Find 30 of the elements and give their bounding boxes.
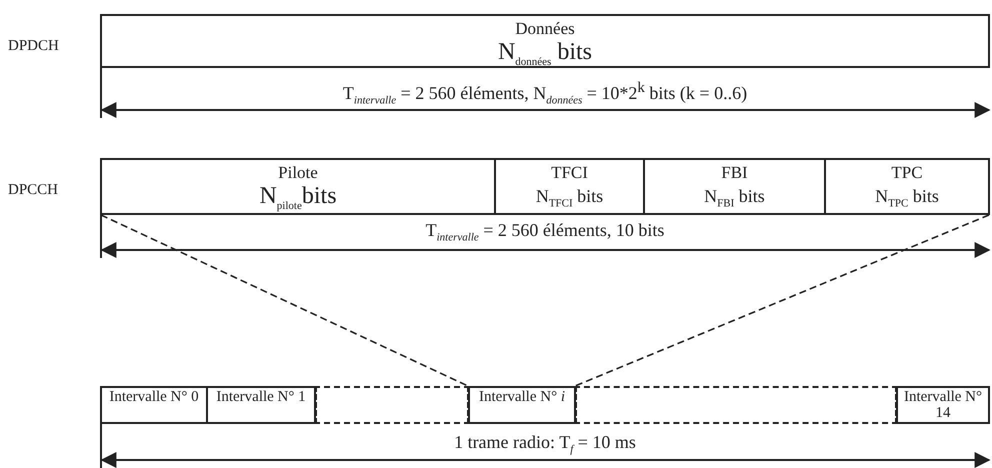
slot-label: Intervalle N° 0 xyxy=(109,389,199,405)
field-name: FBI xyxy=(721,163,748,183)
field-name: TFCI xyxy=(551,163,588,183)
field-box xyxy=(643,158,826,215)
field-name: Données xyxy=(515,19,575,39)
field-size: N$_{TFCI}$ bits xyxy=(536,185,604,212)
field-size: N$_{FBI}$ bits xyxy=(704,185,765,212)
dashed-connector xyxy=(574,214,990,387)
field-box xyxy=(100,158,496,215)
dimension-label: T$_{intervalle}$ = 2 560 éléments, N$_{données}$ = 10*2$^{k}$ bits (k = 0..6) xyxy=(342,79,748,109)
dashed-connector xyxy=(100,214,468,387)
field-box xyxy=(824,158,990,215)
slot-box xyxy=(468,386,576,424)
field-name: Pilote xyxy=(278,163,318,183)
field-size: N$_{données}$ bits xyxy=(498,39,592,70)
field-name: TPC xyxy=(891,163,923,183)
slot-box xyxy=(100,386,208,424)
slot-box xyxy=(206,386,316,424)
field-size: N$_{pilote}$bits xyxy=(259,183,337,214)
field-box xyxy=(100,14,990,68)
field-size: N$_{TPC}$ bits xyxy=(875,185,939,212)
dimension-label: T$_{intervalle}$ = 2 560 éléments, 10 bits xyxy=(426,220,664,246)
slot-box xyxy=(896,386,990,424)
channel-name: DPDCH xyxy=(8,37,59,56)
slot-label: Intervalle N° 14 xyxy=(902,389,984,421)
slot-label: Intervalle N° 1 xyxy=(216,389,306,405)
channel-name: DPCCH xyxy=(8,181,58,200)
dimension-label: 1 trame radio: T$_{f}$ = 10 ms xyxy=(454,432,636,458)
field-box xyxy=(494,158,645,215)
slot-label: Intervalle N° i xyxy=(479,389,565,405)
